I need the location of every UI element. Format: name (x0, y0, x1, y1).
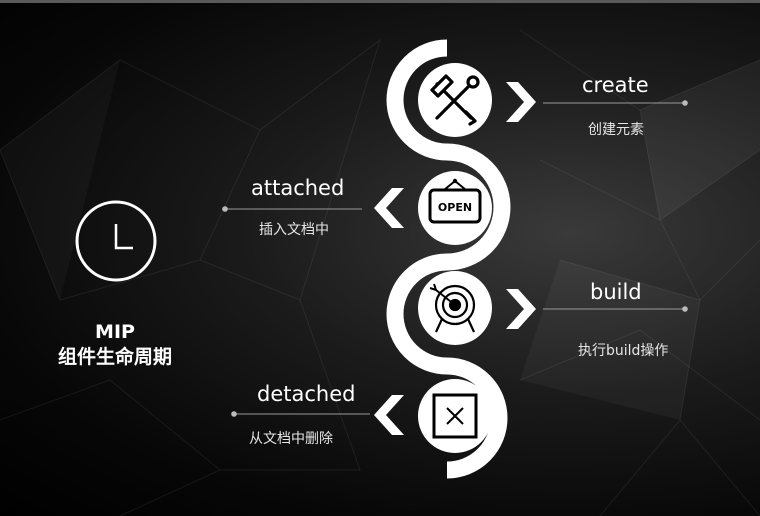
node-build (418, 271, 492, 345)
open-sign-icon: OPEN (428, 178, 482, 224)
chevron-right-icon (506, 82, 536, 122)
polygon-background (0, 29, 760, 516)
stage-attached-desc: 插入文档中 (259, 222, 329, 238)
connectors (222, 100, 688, 417)
top-border (0, 0, 760, 3)
chevron-left-icon (374, 395, 404, 435)
stage-create-desc: 创建元素 (588, 122, 644, 138)
stage-build-desc: 执行build操作 (578, 343, 669, 359)
stage-detached-desc: 从文档中删除 (249, 431, 333, 447)
close-box-icon (432, 393, 478, 439)
serpentine-path (386, 39, 511, 479)
chevron-right-icon (506, 289, 536, 329)
stage-build-name: build (590, 280, 642, 304)
diagram-title: MIP (95, 321, 135, 343)
stage-attached-name: attached (251, 176, 345, 200)
chevron-left-icon (374, 188, 404, 228)
diagram-subtitle: 组件生命周期 (57, 346, 172, 368)
node-detached (418, 379, 492, 453)
node-attached: OPEN (418, 171, 492, 245)
node-create (418, 63, 492, 137)
polygon-shading (520, 60, 760, 420)
open-sign-text: OPEN (438, 201, 472, 214)
target-icon (429, 283, 476, 333)
clock-icon (75, 200, 157, 282)
tools-icon (430, 74, 480, 126)
stage-create-name: create (582, 73, 649, 97)
stage-detached-name: detached (257, 382, 356, 406)
